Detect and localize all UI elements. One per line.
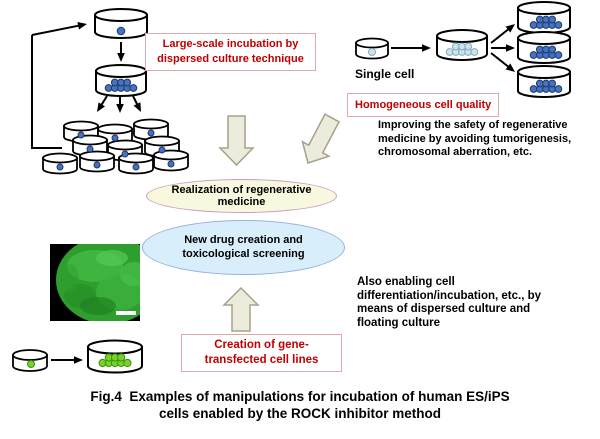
homogeneous-quality-box: Homogeneous cell quality [347,93,500,117]
culture-dish-rim [63,120,99,132]
new-drug-ellipse: New drug creation and toxicological scre… [142,220,345,275]
cell-dot-icon [132,163,140,171]
arrowhead-icon [117,53,125,62]
cell-dot-icon [167,160,175,168]
cell-dot-icon [129,84,138,92]
culture-dish-rim [87,339,143,355]
new-drug-text: New drug creation and toxicological scre… [182,234,305,260]
culture-dish-rim [107,139,143,151]
cell-dot-icon [548,79,557,88]
block-arrow-diagonal-icon [301,113,341,164]
culture-dish-rim [97,123,133,135]
culture-dish-rim [12,349,48,361]
culture-dish-rim [355,37,389,49]
cell-dot-icon [554,85,563,93]
culture-dish-rim [517,31,571,45]
cell-dot-icon [548,45,557,54]
cell-dot-icon [548,15,557,24]
colony-patch [80,297,116,315]
culture-dish-rim [42,152,78,164]
cell-dot-icon [111,134,119,142]
realization-ellipse: Realization of regenerative medicine [146,179,337,213]
improving-safety-text: Improving the safety of regenerative med… [378,119,572,158]
cell-dot-icon [123,358,132,368]
block-arrow-up-icon [222,286,260,332]
cell-dot-icon [554,21,563,29]
arrow-icon [490,52,511,70]
culture-dish-rim [144,135,180,147]
arrowhead-icon [97,102,105,112]
culture-dish-rim [517,1,571,15]
arrowhead-icon [505,63,515,72]
cell-dot-icon [368,48,376,56]
arrowhead-icon [506,44,515,52]
culture-dish-rim [94,8,148,22]
culture-dish-rim [79,150,115,162]
feedback-loop-line [31,35,62,149]
single-cell-label: Single cell [355,67,415,81]
large-scale-incubation-box: Large-scale incubation by dispersed cult… [145,33,316,71]
cell-dot-icon [27,360,35,368]
cell-dot-icon [464,42,473,51]
cell-dot-icon [470,48,479,56]
cell-dot-icon [121,150,129,158]
arrowhead-icon [74,356,83,364]
cell-dot-icon [123,78,132,87]
cell-dot-icon [147,129,155,137]
fluorescence-micrograph-icon [50,244,140,321]
culture-dish-rim [436,29,488,43]
arrowhead-icon [77,22,87,30]
realization-text: Realization of regenerative medicine [171,183,312,209]
arrow-icon [490,26,511,44]
gene-transfection-box: Creation of gene- transfected cell lines [181,334,342,372]
cell-dot-icon [86,145,94,153]
arrowhead-icon [505,24,515,33]
colony-patch [61,264,79,292]
culture-dish-rim [95,64,147,78]
cell-dot-icon [93,161,101,169]
arrow-icon [31,24,82,36]
culture-dish-rim [517,65,571,79]
cell-dot-icon [77,131,85,139]
figure-caption: Fig.4 Examples of manipulations for incu… [90,389,510,421]
cell-dot-icon [116,26,126,36]
colony-patch [120,262,140,286]
block-arrow-down-icon [218,115,255,167]
arrowhead-icon [133,102,141,112]
also-enabling-text: Also enabling cell differentiation/incub… [357,276,542,329]
scale-bar [116,311,136,315]
cell-dot-icon [117,353,126,362]
cell-dot-icon [554,51,563,59]
culture-dish-rim [133,118,169,130]
cell-dot-icon [56,163,64,171]
arrowhead-icon [116,104,124,113]
arrowhead-icon [422,44,431,52]
cell-dot-icon [158,146,166,154]
colony-patch [96,250,128,266]
